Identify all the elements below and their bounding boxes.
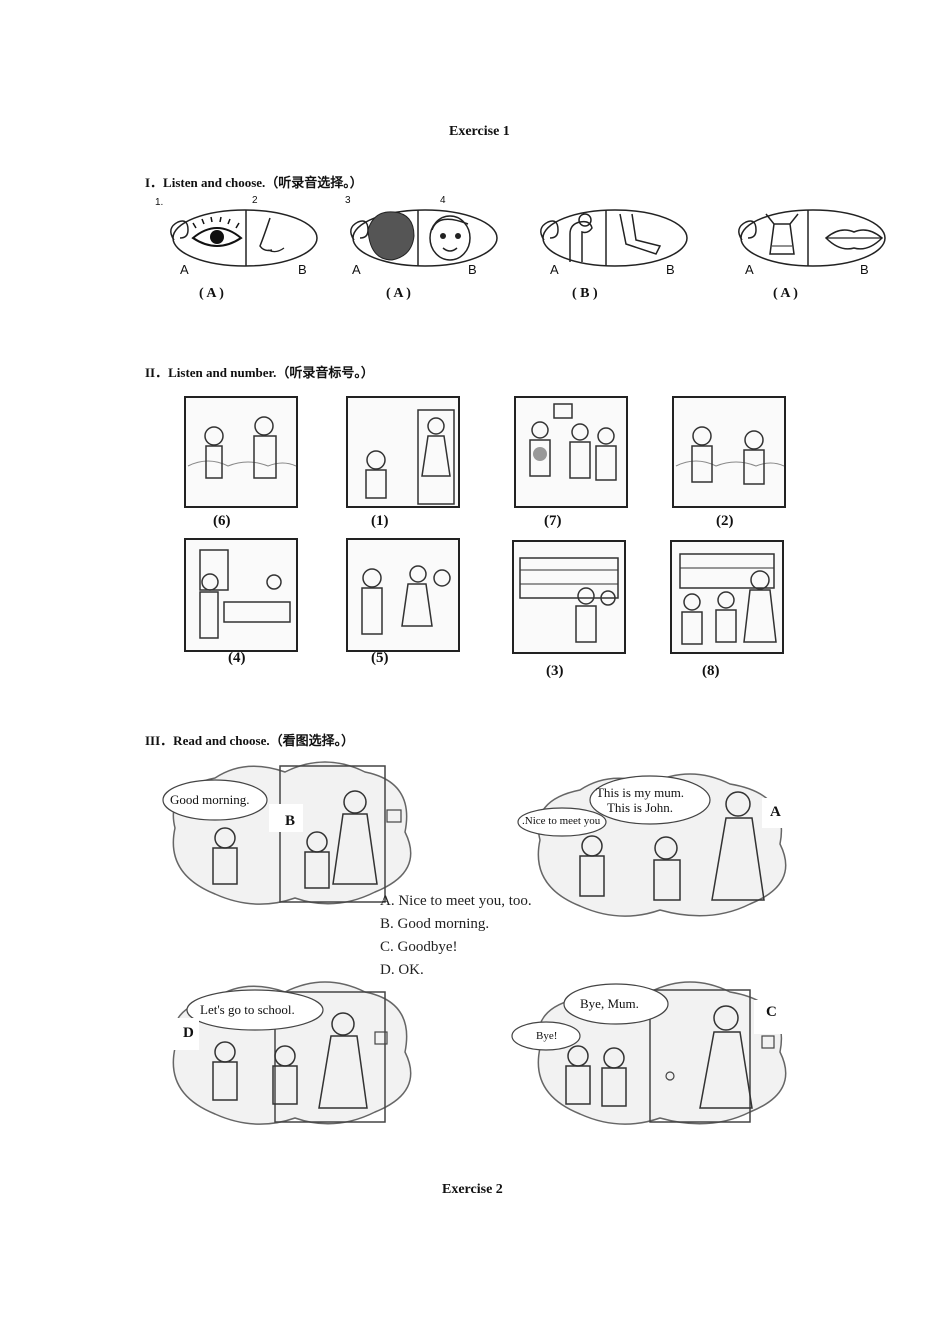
read-picture-3 [155,981,412,1125]
item-number-4: 4 [440,195,446,206]
choice-4-label-a: A [745,262,754,277]
choice-picture-3 [540,209,688,267]
choice-3-label-a: A [550,262,559,277]
section-2-heading: II．Listen and number.（听录音标号。） [145,365,374,380]
item-number-2: 2 [252,195,258,206]
bubble-2-line-1: This is my mum. [595,785,685,800]
bubble-2-line-2: This is John. [606,800,674,815]
number-picture-6 [346,538,460,652]
face-icon [429,215,471,261]
side-bubble-4-text: Bye! [536,1030,558,1042]
exercise-1-title: Exercise 1 [449,124,510,139]
read-answer-3: D [183,1025,194,1041]
choice-1-label-a: A [180,262,189,277]
mouth-icon [824,229,884,250]
number-label-4: (2) [716,513,734,529]
bubble-1-text: Good morning. [170,792,250,807]
leg-icon [619,213,662,255]
section-1-heading: I．Listen and choose.（听录音选择。） [145,175,363,190]
arm-icon [569,213,593,262]
read-answer-1: B [285,813,296,829]
answer-2: ( A ) [386,286,411,301]
hair-icon [367,211,415,261]
number-label-2: (1) [371,513,389,529]
choice-4-label-b: B [860,262,869,277]
bubble-2-text: This is my mum. This is John. [590,785,690,815]
options-list: A. Nice to meet you, too. B. Good mornin… [380,890,532,982]
number-picture-8 [670,540,784,654]
number-label-1: (6) [213,513,231,529]
body-icon [765,213,799,255]
read-picture-1 [162,761,412,905]
option-d: D. OK. [380,962,424,978]
read-picture-4 [511,981,804,1125]
number-label-8: (8) [702,663,720,679]
number-picture-3 [514,396,628,508]
choice-picture-2 [350,209,498,267]
bubble-4-text: Bye, Mum. [580,996,639,1011]
choice-2-label-b: B [468,262,477,277]
side-bubble-2-text: Nice to meet you. [522,815,601,827]
section-3-heading: III．Read and choose.（看图选择。） [145,733,355,748]
read-answer-2: A [770,804,781,820]
option-c: C. Goodbye! [380,939,458,955]
choice-2-label-a: A [352,262,361,277]
read-answer-4: C [766,1004,777,1020]
option-a: A. Nice to meet you, too. [380,893,532,909]
bubble-3-text: Let's go to school. [200,1002,295,1017]
item-number-3: 3 [345,195,351,206]
exercise-2-title: Exercise 2 [442,1182,503,1197]
number-picture-2 [346,396,460,508]
number-label-7: (3) [546,663,564,679]
number-picture-7 [512,540,626,654]
answer-3: ( B ) [572,286,598,301]
choice-picture-4 [738,209,886,267]
answer-4: ( A ) [773,286,798,301]
eye-icon [191,216,243,247]
number-label-6: (5) [371,650,389,666]
number-picture-4 [672,396,786,508]
choice-picture-1 [170,209,318,267]
number-label-3: (7) [544,513,562,529]
number-picture-5 [184,538,298,652]
option-b: B. Good morning. [380,916,490,932]
number-picture-1 [184,396,298,508]
nose-icon [259,217,285,253]
number-label-5: (4) [228,650,246,666]
answer-1: ( A ) [199,286,224,301]
choice-3-label-b: B [666,262,675,277]
read-picture-2 [517,773,802,917]
item-number-1: 1. [155,197,164,208]
choice-1-label-b: B [298,262,307,277]
